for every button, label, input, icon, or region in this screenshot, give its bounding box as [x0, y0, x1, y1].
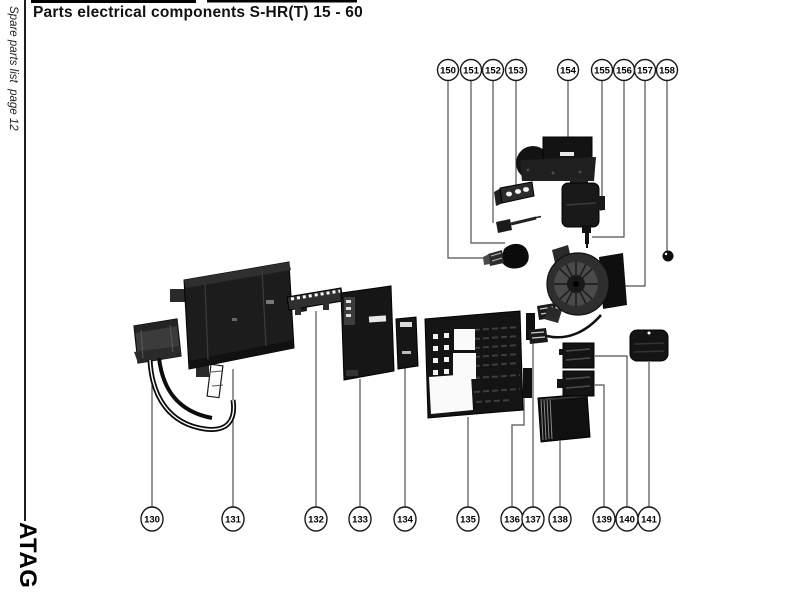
svg-text:157: 157	[637, 66, 653, 77]
callout-153: 153	[504, 58, 528, 82]
svg-text:155: 155	[594, 66, 611, 77]
callout-157: 157	[633, 58, 657, 82]
callout-140: 140	[615, 506, 639, 532]
svg-text:150: 150	[440, 66, 456, 77]
leader-lines	[151, 80, 668, 508]
part-display-board	[395, 316, 419, 370]
svg-text:158: 158	[659, 66, 675, 77]
part-connector-strip-a	[526, 313, 535, 340]
callout-131: 131	[221, 506, 245, 532]
svg-text:134: 134	[397, 515, 414, 526]
svg-text:151: 151	[463, 66, 480, 77]
callout-151: 151	[459, 58, 483, 82]
part-pump	[544, 245, 627, 323]
leader-line-139	[595, 384, 605, 508]
leader-line-150	[447, 80, 488, 259]
svg-text:152: 152	[485, 66, 501, 77]
svg-text:139: 139	[596, 515, 612, 526]
svg-text:131: 131	[225, 515, 242, 526]
svg-text:138: 138	[552, 515, 568, 526]
part-electrode	[496, 215, 542, 233]
callout-152: 152	[481, 58, 505, 82]
part-motor	[561, 178, 605, 228]
part-transformer-cable	[147, 357, 237, 432]
part-boot	[501, 243, 529, 269]
svg-text:141: 141	[641, 515, 658, 526]
bottom-callouts: 130 131 132 133 134 135 136 137	[140, 506, 661, 532]
svg-text:135: 135	[460, 515, 477, 526]
part-transformer	[133, 318, 182, 364]
part-sensor	[582, 225, 591, 248]
callout-137: 137	[521, 506, 545, 532]
svg-text:130: 130	[144, 515, 160, 526]
part-cover	[629, 329, 669, 362]
callout-133: 133	[348, 506, 372, 532]
svg-text:132: 132	[308, 515, 324, 526]
top-callouts: 150 151 152 153 154 155 156 157	[436, 58, 679, 82]
svg-text:133: 133	[352, 515, 368, 526]
leader-line-140	[595, 355, 628, 508]
part-connector-strip-b	[523, 368, 532, 398]
part-front-panel	[424, 310, 524, 419]
svg-text:136: 136	[504, 515, 520, 526]
svg-text:153: 153	[508, 66, 524, 77]
part-fan	[516, 136, 596, 181]
svg-text:156: 156	[616, 66, 632, 77]
callout-130: 130	[140, 506, 164, 532]
callout-134: 134	[393, 506, 417, 532]
callout-138: 138	[548, 506, 572, 532]
part-circuit-board	[340, 285, 395, 381]
callout-141: 141	[637, 506, 661, 532]
parts	[133, 136, 674, 443]
svg-text:140: 140	[619, 515, 635, 526]
svg-text:137: 137	[525, 515, 541, 526]
sidebar-divider	[24, 0, 26, 521]
part-terminal-strip	[286, 287, 344, 315]
part-relay-b	[557, 370, 595, 397]
page-title: Parts electrical components S-HR(T) 15 -…	[33, 4, 363, 21]
callout-139: 139	[592, 506, 616, 532]
part-control-box	[170, 261, 307, 377]
leader-line-156	[592, 80, 625, 238]
callout-158: 158	[655, 58, 679, 82]
svg-text:154: 154	[560, 66, 577, 77]
callout-135: 135	[456, 506, 480, 532]
leader-line-157	[616, 80, 646, 287]
part-bracket	[494, 181, 535, 206]
callout-136: 136	[500, 506, 524, 532]
leader-line-136	[511, 398, 525, 508]
part-relay-a	[559, 342, 595, 369]
callout-155: 155	[590, 58, 614, 82]
callout-132: 132	[304, 506, 328, 532]
part-ball	[662, 250, 674, 262]
scan-artifact-top	[31, 0, 357, 3]
leader-line-155	[600, 80, 603, 211]
part-plug	[483, 250, 504, 266]
callout-150: 150	[436, 58, 460, 82]
part-control-unit	[537, 393, 591, 443]
callout-154: 154	[556, 58, 580, 82]
callout-156: 156	[612, 58, 636, 82]
leader-line-151	[470, 80, 505, 244]
